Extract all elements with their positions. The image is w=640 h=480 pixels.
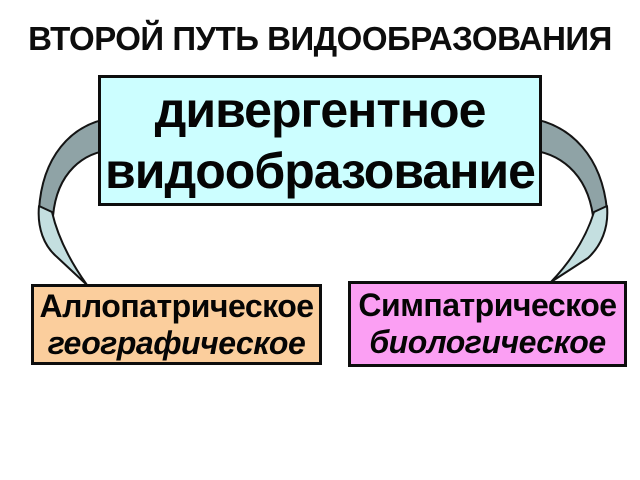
- right-box-sympatric: Симпатрическое биологическое: [348, 281, 627, 367]
- root-box-divergent-speciation: дивергентное видообразование: [98, 75, 542, 206]
- right-box-line-1: Симпатрическое: [358, 287, 617, 323]
- slide-title: ВТОРОЙ ПУТЬ ВИДООБРАЗОВАНИЯ: [28, 20, 612, 57]
- root-box-line-2: видообразование: [105, 142, 536, 199]
- right-box-line-2: биологическое: [369, 324, 606, 360]
- root-box-line-1: дивергентное: [154, 81, 487, 138]
- ribbon-arrow-left-icon: [37, 117, 113, 286]
- left-box-allopatric: Аллопатрическое географическое: [31, 284, 322, 365]
- ribbon-arrow-left-light-segment: [37, 205, 88, 286]
- left-box-line-1: Аллопатрическое: [39, 287, 314, 324]
- ribbon-arrow-right-light-segment: [550, 205, 609, 283]
- left-box-line-2: географическое: [47, 324, 306, 361]
